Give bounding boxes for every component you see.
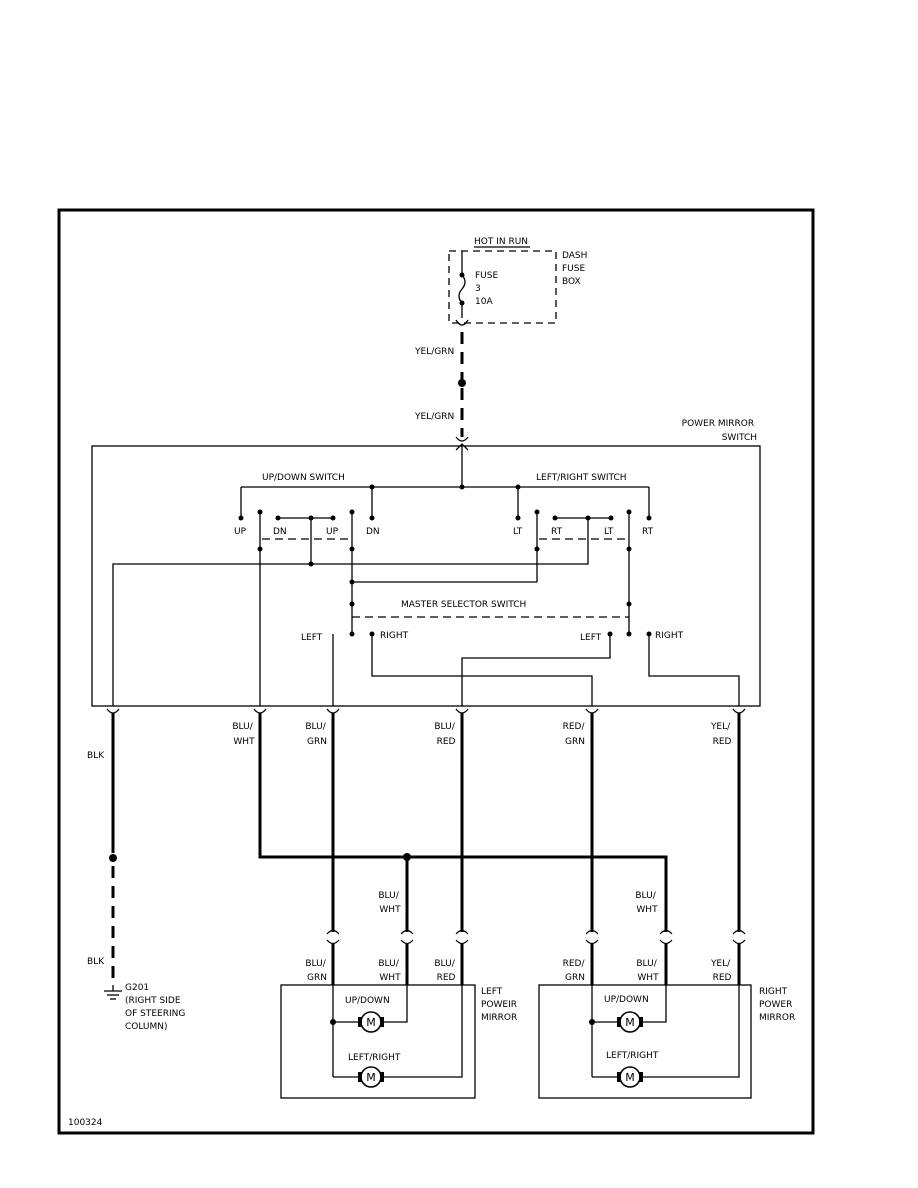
right-mirror-wire-1: RED/ GRN (563, 959, 588, 983)
left-mirror-wire-3: BLU/ RED (434, 959, 457, 983)
contact-rt-2: RT (642, 527, 654, 537)
junction-label-left: BLU/ WHT (378, 891, 401, 915)
feed-label-upper: YEL/GRN (414, 347, 454, 357)
label-c3: BLU/ RED (434, 722, 457, 747)
right-mirror-title: RIGHT POWER MIRROR (759, 987, 795, 1023)
left-mirror-wire-1: BLU/ GRN (305, 959, 328, 983)
left-leftright-label: LEFT/RIGHT (348, 1053, 401, 1063)
contact-lt-2: LT (604, 527, 614, 537)
contact-up-2: UP (326, 527, 339, 537)
ground-id: G201 (125, 983, 149, 993)
ground-g201: G201 (RIGHT SIDE OF STEERING COLUMN) (104, 983, 188, 1032)
right-mirror-wire-3: YEL/ RED (710, 959, 733, 983)
left-power-mirror: BLU/ GRN BLU/ WHT BLU/ RED LEFT POWEIR M… (280, 959, 520, 1099)
left-leftright-motor-icon: M (358, 1066, 384, 1088)
master-left-1: LEFT (301, 633, 323, 643)
feed-label-lower: YEL/GRN (414, 412, 454, 422)
contact-lt-1: LT (513, 527, 523, 537)
dash-fuse-box: HOT IN RUN DASH FUSE BOX FUSE 3 10A (448, 237, 590, 326)
left-leftright-motor-label: M (366, 1071, 376, 1084)
ground-desc: (RIGHT SIDE OF STEERING COLUMN) (125, 996, 188, 1032)
master-right-2: RIGHT (655, 631, 684, 641)
external-wiring: BLK BLU/ WHT BLU/ WHT (87, 713, 746, 985)
label-c1: BLU/ WHT (232, 722, 255, 747)
right-updown-motor-label: M (625, 1016, 635, 1029)
switch-title: POWER MIRROR SWITCH (682, 419, 757, 443)
left-updown-motor-icon: M (358, 1011, 384, 1033)
updown-switch-label: UP/DOWN SWITCH (262, 473, 345, 483)
fuse-info: FUSE 3 10A (475, 271, 501, 307)
label-c4: RED/ GRN (563, 722, 588, 747)
contact-dn-2: DN (366, 527, 380, 537)
right-power-mirror: RED/ GRN BLU/ WHT YEL/ RED RIGHT POWER M… (538, 959, 795, 1099)
contact-up-1: UP (234, 527, 247, 537)
left-mirror-wire-2: BLU/ WHT (378, 959, 401, 983)
right-leftright-motor-label: M (625, 1071, 635, 1084)
fuse-icon (458, 274, 466, 304)
master-right-1: RIGHT (380, 631, 409, 641)
label-blk-lower: BLK (87, 957, 105, 967)
master-left-2: LEFT (580, 633, 602, 643)
master-selector-label: MASTER SELECTOR SWITCH (401, 600, 526, 610)
right-leftright-label: LEFT/RIGHT (606, 1051, 659, 1061)
feed-wire: YEL/GRN YEL/GRN (414, 332, 469, 442)
hot-in-run-label: HOT IN RUN (474, 237, 528, 247)
right-leftright-motor-icon: M (617, 1066, 643, 1088)
label-c2: BLU/ GRN (305, 722, 328, 747)
junction-label-right: BLU/ WHT (635, 891, 658, 915)
right-updown-label: UP/DOWN (604, 995, 649, 1005)
leftright-switch-label: LEFT/RIGHT SWITCH (536, 473, 627, 483)
switch-connectors (106, 708, 746, 714)
label-blk-upper: BLK (87, 751, 105, 761)
power-mirror-switch: POWER MIRROR SWITCH UP/DOWN SWITCH LEFT/… (91, 419, 761, 707)
mirror-connectors (326, 929, 746, 945)
fuse-box-name: DASH FUSE BOX (562, 251, 590, 287)
fuse-box-connector (455, 319, 469, 326)
figure-id: 100324 (68, 1118, 103, 1128)
label-c5: YEL/ RED (710, 722, 733, 747)
contact-rt-1: RT (551, 527, 563, 537)
left-updown-label: UP/DOWN (345, 996, 390, 1006)
diagram-frame (57, 208, 815, 1135)
right-mirror-wire-2: BLU/ WHT (636, 959, 659, 983)
left-mirror-title: LEFT POWEIR MIRROR (481, 987, 520, 1023)
contact-dn-1: DN (273, 527, 287, 537)
left-updown-motor-label: M (366, 1016, 376, 1029)
right-updown-motor-icon: M (617, 1011, 643, 1033)
